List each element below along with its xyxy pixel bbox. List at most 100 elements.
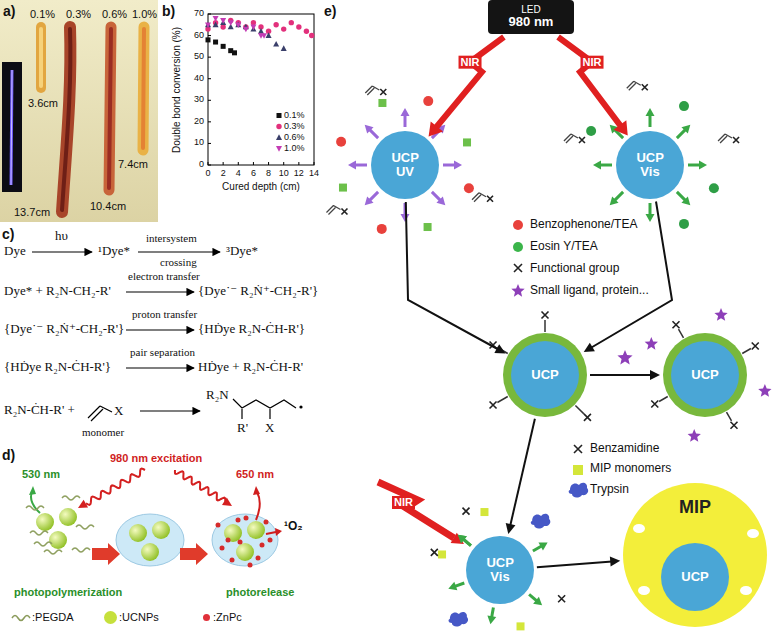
legend-text: Eosin Y/TEA <box>530 240 598 254</box>
ucnp-sphere <box>224 524 242 542</box>
binding-cavity <box>633 524 645 533</box>
substituent: R' <box>237 421 248 436</box>
nanoparticle-circle: UCP Vis <box>616 131 684 199</box>
legend-text: :ZnPc <box>213 611 242 624</box>
ucnp-sphere <box>236 543 254 561</box>
monomer-icon <box>627 81 641 90</box>
pegda-chain <box>76 525 94 529</box>
process-label: photopolymerization <box>14 586 122 599</box>
axis-tick <box>268 162 269 165</box>
znpc-dot <box>236 518 241 523</box>
monomer-square <box>463 138 471 146</box>
data-marker <box>221 44 226 49</box>
reaction-arrow <box>138 251 220 252</box>
connector-line <box>510 419 535 526</box>
data-marker <box>296 24 301 29</box>
monomer-square <box>517 622 525 630</box>
tick-label: 4 <box>228 168 248 178</box>
wavelength-label: 980 nm excitation <box>110 452 202 465</box>
connector-line <box>590 374 652 376</box>
pegda-chain <box>26 506 44 510</box>
legend-swatch <box>573 465 583 475</box>
concentration-label: 0.6% <box>102 8 127 21</box>
monomer-icon <box>564 134 578 143</box>
hydrogel <box>212 514 278 566</box>
emission-arrowhead <box>458 535 467 544</box>
axis-tick <box>238 162 239 165</box>
tick-label: 0 <box>198 168 218 178</box>
monomer-icon <box>365 86 379 95</box>
panel-letter: c) <box>2 226 14 242</box>
ligand-star <box>714 308 727 321</box>
light-bolt-connector <box>429 37 504 137</box>
reaction-condition: crossing <box>160 256 197 269</box>
znpc-dot <box>220 546 225 551</box>
functional-group-mark <box>673 321 680 328</box>
node-text: UCP Vis <box>486 556 513 585</box>
emission-arrow <box>256 492 260 520</box>
data-marker <box>273 22 278 27</box>
surface-linker <box>575 405 583 413</box>
axis-tick <box>314 162 315 165</box>
node-text: LED <box>521 4 540 15</box>
data-marker <box>289 20 294 25</box>
reaction-condition: intersystem <box>146 232 197 245</box>
wave-arrowhead <box>78 500 88 508</box>
cured-rod <box>109 27 111 190</box>
benzophenone-dot <box>464 183 474 193</box>
data-marker <box>235 22 241 28</box>
znpc-dot <box>244 516 249 521</box>
length-label: 13.7cm <box>14 206 50 219</box>
legend-text: Trypsin <box>590 483 629 497</box>
data-marker <box>220 18 226 24</box>
functional-group-mark <box>542 312 549 319</box>
axis-tick <box>208 100 211 101</box>
pegda-sample <box>12 616 30 621</box>
axis-tick <box>283 162 284 165</box>
functional-group-mark <box>487 196 493 202</box>
emission-arrow <box>529 594 537 600</box>
legend-text: Benzophenone/TEA <box>530 218 637 232</box>
data-marker <box>261 33 267 39</box>
monomer-square <box>378 99 386 107</box>
ligand-star <box>758 384 771 397</box>
data-marker <box>232 50 237 55</box>
node-text: UCP UV <box>391 151 418 180</box>
light-label: NIR <box>392 496 415 509</box>
ucnp-sphere <box>36 513 54 531</box>
functional-group-mark <box>584 414 591 421</box>
functional-group-mark <box>579 137 585 143</box>
emission-arrowhead <box>253 486 260 495</box>
wave-arrowhead <box>222 497 232 506</box>
data-marker <box>281 45 287 51</box>
legend-text: :UCNPs <box>119 611 159 624</box>
arrowhead <box>429 121 443 136</box>
reaction-arrow <box>126 367 194 368</box>
nanoparticle-circle: UCP <box>661 543 729 611</box>
surface-linker <box>727 412 732 421</box>
node-text: UCP Vis <box>636 151 663 180</box>
cured-rod-core <box>143 29 144 148</box>
monomer-square <box>424 223 432 231</box>
emission-arrow <box>404 115 407 127</box>
data-marker <box>276 146 282 152</box>
nanoparticle-circle: UCP <box>511 341 579 409</box>
reaction-arrow <box>126 329 194 330</box>
tick-label: 40 <box>186 73 204 83</box>
znpc-dot <box>230 558 235 563</box>
node-text: UCP <box>681 570 708 584</box>
legend-swatch <box>513 242 523 252</box>
functional-group-mark <box>380 89 386 95</box>
connector-line <box>537 561 612 567</box>
node-text: UCP <box>531 368 558 382</box>
functional-group: X <box>114 404 123 419</box>
panel-letter: b) <box>162 3 175 19</box>
emission-arrow <box>370 192 378 200</box>
arrowhead <box>614 120 628 135</box>
substituent: R₂N <box>206 388 229 403</box>
emission-arrow <box>533 546 542 551</box>
data-marker <box>213 22 219 28</box>
arrowhead <box>506 523 516 534</box>
emission-arrowhead <box>533 597 542 606</box>
data-marker <box>251 20 256 25</box>
